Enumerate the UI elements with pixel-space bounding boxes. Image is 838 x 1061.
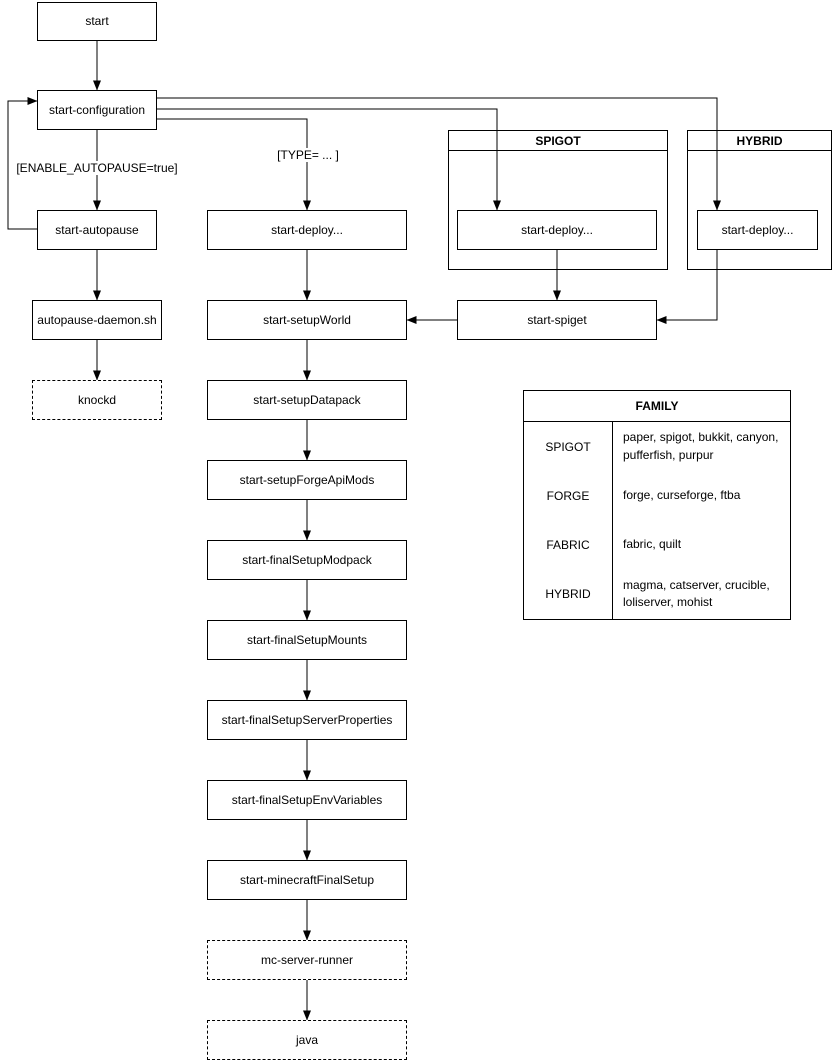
node-knockd: knockd (32, 380, 162, 420)
node-start-autopause: start-autopause (37, 210, 157, 250)
family-members-cell: paper, spigot, bukkit, canyon, pufferfis… (623, 430, 779, 462)
edge-configuration-to-deploy-spigot (157, 108, 501, 211)
edge-configuration-to-deploy-main (157, 118, 311, 211)
family-row-spigot: SPIGOT paper, spigot, bukkit, canyon, pu… (524, 422, 790, 472)
family-name-cell: FABRIC (524, 520, 613, 570)
node-java: java (207, 1020, 407, 1060)
node-start-setup-world: start-setupWorld (207, 300, 407, 340)
family-table-title: FAMILY (524, 391, 790, 422)
group-spigot: SPIGOT (448, 130, 668, 270)
family-members-cell: fabric, quilt (623, 537, 682, 552)
group-hybrid: HYBRID (687, 130, 832, 270)
family-row-fabric: FABRIC fabric, quilt (524, 520, 790, 570)
node-start-deploy-hybrid: start-deploy... (697, 210, 818, 250)
node-start-final-setup-env-variables: start-finalSetupEnvVariables (207, 780, 407, 820)
node-autopause-daemon: autopause-daemon.sh (32, 300, 162, 340)
family-members-cell: magma, catserver, crucible, loliserver, … (623, 577, 770, 610)
family-name-cell: FORGE (524, 471, 613, 521)
node-start-setup-forge-api-mods: start-setupForgeApiMods (207, 460, 407, 500)
edge-label-enable-autopause: [ENABLE_AUTOPAUSE=true] (14, 161, 180, 175)
family-name-cell: SPIGOT (524, 422, 613, 472)
family-table-body: SPIGOT paper, spigot, bukkit, canyon, pu… (524, 422, 790, 619)
node-start-final-setup-mounts: start-finalSetupMounts (207, 620, 407, 660)
node-start-deploy-spigot: start-deploy... (457, 210, 657, 250)
node-start: start (37, 2, 157, 41)
node-start-deploy-main: start-deploy... (207, 210, 407, 250)
edge-deploy-hybrid-to-spiget (656, 250, 718, 324)
edge-configuration-to-deploy-hybrid (157, 97, 721, 211)
edge-label-type: [TYPE= ... ] (275, 148, 341, 162)
group-spigot-title: SPIGOT (449, 131, 667, 151)
node-start-final-setup-modpack: start-finalSetupModpack (207, 540, 407, 580)
node-start-final-setup-server-properties: start-finalSetupServerProperties (207, 700, 407, 740)
edge-autopause-to-configuration (7, 97, 38, 230)
node-mc-server-runner: mc-server-runner (207, 940, 407, 980)
family-members-cell: forge, curseforge, ftba (623, 488, 741, 503)
group-hybrid-title: HYBRID (688, 131, 831, 151)
family-row-hybrid: HYBRID magma, catserver, crucible, lolis… (524, 569, 790, 619)
family-name-cell: HYBRID (524, 569, 613, 619)
node-start-configuration: start-configuration (37, 90, 157, 130)
family-table: FAMILY SPIGOT paper, spigot, bukkit, can… (523, 390, 791, 620)
family-row-forge: FORGE forge, curseforge, ftba (524, 471, 790, 521)
node-start-spiget: start-spiget (457, 300, 657, 340)
node-start-setup-datapack: start-setupDatapack (207, 380, 407, 420)
node-start-minecraft-final-setup: start-minecraftFinalSetup (207, 860, 407, 900)
